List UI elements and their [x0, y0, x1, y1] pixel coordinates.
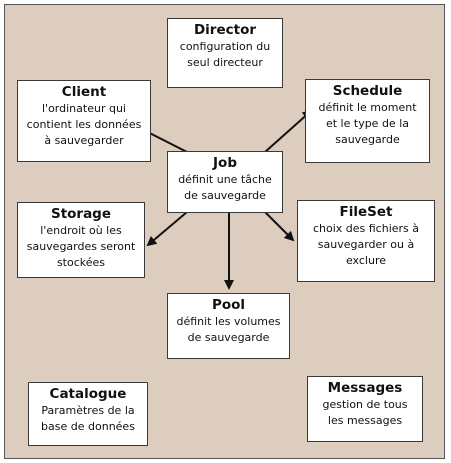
- director-title: Director: [193, 22, 257, 38]
- messages-desc-line-2: les messages: [327, 414, 403, 427]
- fileset-box: FileSet choix des fichiers à sauvegarder…: [297, 200, 435, 282]
- client-title: Client: [61, 84, 107, 100]
- fileset-desc-line-1: choix des fichiers à: [312, 222, 420, 235]
- director-box: Director configuration du seul directeur: [167, 18, 283, 88]
- storage-desc-line-2: sauvegardes seront: [26, 240, 136, 253]
- arrow-job-to-storage: [146, 211, 188, 247]
- fileset-title: FileSet: [339, 204, 393, 220]
- storage-desc-line-3: stockées: [56, 256, 106, 269]
- messages-desc-line-1: gestion de tous: [322, 398, 408, 411]
- storage-title: Storage: [50, 206, 112, 222]
- catalogue-title: Catalogue: [49, 386, 127, 402]
- catalogue-desc-line-2: base de données: [41, 420, 135, 433]
- schedule-box: Schedule définit le moment et le type de…: [305, 79, 430, 163]
- job-title: Job: [213, 155, 237, 171]
- job-desc-line-1: définit une tâche: [178, 173, 272, 186]
- storage-box: Storage l'endroit où les sauvegardes ser…: [17, 202, 145, 278]
- schedule-desc-line-1: définit le moment: [318, 101, 417, 114]
- client-desc-line-1: l'ordinateur qui: [42, 102, 126, 115]
- arrow-job-to-schedule: [264, 109, 313, 153]
- client-box: Client l'ordinateur qui contient les don…: [17, 80, 151, 162]
- fileset-desc-line-2: sauvegarder ou à: [317, 238, 415, 251]
- director-desc-line-2: seul directeur: [187, 56, 263, 69]
- schedule-desc-line-2: et le type de la: [325, 117, 409, 130]
- job-desc-line-2: de sauvegarde: [184, 189, 266, 202]
- storage-desc-line-1: l'endroit où les: [40, 224, 122, 237]
- messages-title: Messages: [327, 380, 403, 396]
- schedule-desc-line-3: sauvegarde: [335, 133, 400, 146]
- schedule-title: Schedule: [332, 83, 403, 99]
- arrow-job-to-fileset: [264, 211, 295, 242]
- catalogue-box: Catalogue Paramètres de la base de donné…: [28, 382, 148, 446]
- pool-desc-line-1: définit les volumes: [176, 315, 281, 328]
- pool-title: Pool: [211, 297, 246, 313]
- director-desc-line-1: configuration du: [179, 40, 271, 53]
- client-desc-line-3: à sauvegarder: [44, 134, 124, 147]
- catalogue-desc-line-1: Paramètres de la: [41, 404, 135, 417]
- client-desc-line-2: contient les données: [26, 118, 142, 131]
- messages-box: Messages gestion de tous les messages: [307, 376, 423, 442]
- pool-desc-line-2: de sauvegarde: [187, 331, 270, 344]
- pool-box: Pool définit les volumes de sauvegarde: [167, 293, 290, 359]
- fileset-desc-line-3: exclure: [345, 254, 386, 267]
- job-box: Job définit une tâche de sauvegarde: [167, 151, 283, 213]
